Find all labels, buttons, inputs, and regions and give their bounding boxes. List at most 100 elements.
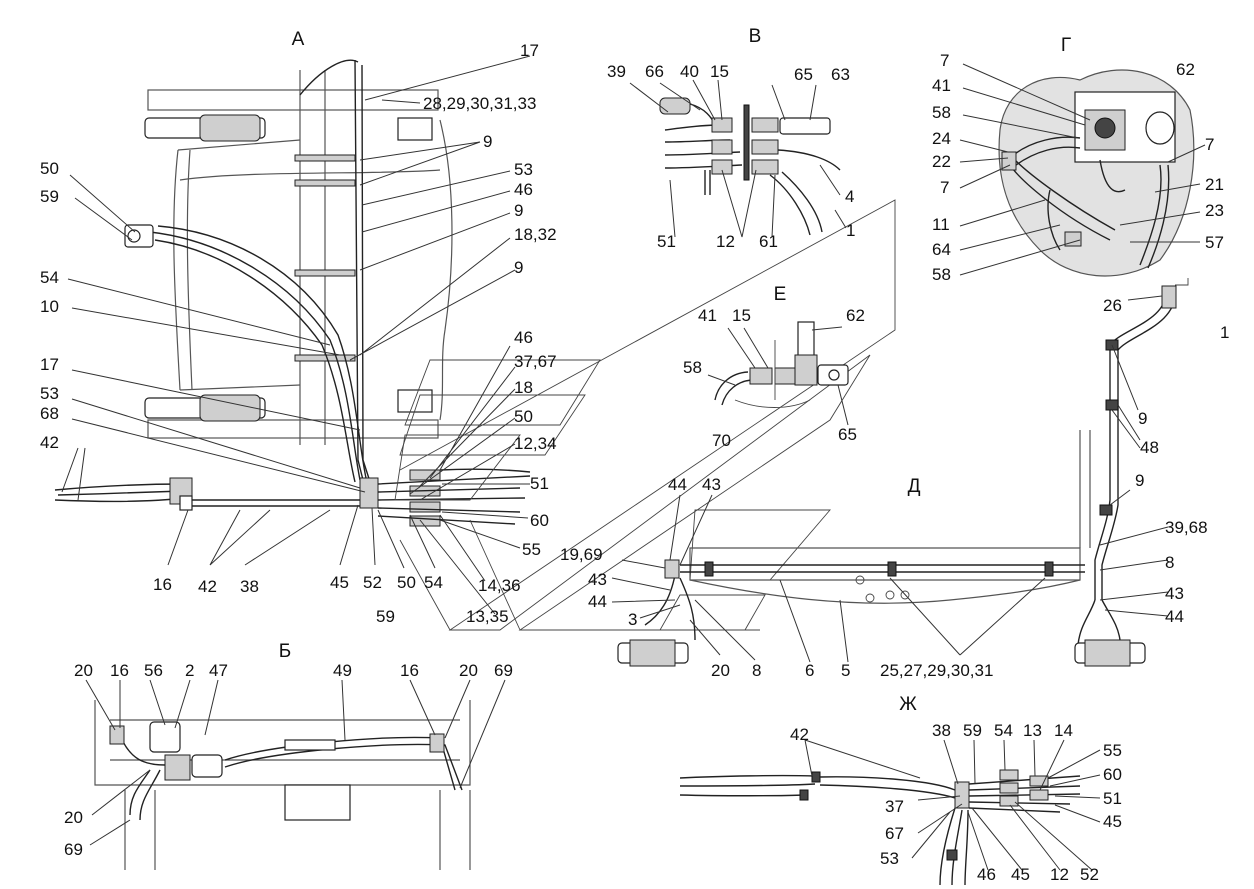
callout: 51 (1103, 789, 1122, 808)
view-zh-drawing (679, 769, 1081, 886)
callout: 12,34 (514, 434, 557, 453)
callout: 45 (1011, 865, 1030, 884)
callout: 42 (198, 577, 217, 596)
callout: 55 (522, 540, 541, 559)
callout: 3 (628, 610, 637, 629)
callout: 5 (841, 661, 850, 680)
callout: 43 (702, 475, 721, 494)
callout: 17 (520, 41, 539, 60)
callout: 12 (716, 232, 735, 251)
callout: 2 (185, 661, 194, 680)
callout: 40 (680, 62, 699, 81)
callout: 58 (683, 358, 702, 377)
callout: 11 (932, 215, 950, 234)
view-title-v: В (749, 26, 762, 47)
view-title-b: Б (279, 641, 291, 662)
view-title-zh: Ж (899, 694, 917, 715)
callout: 16 (110, 661, 129, 680)
callout: 25,27,29,30,31 (880, 661, 993, 680)
callout: 54 (994, 721, 1013, 740)
callout: 53 (40, 384, 59, 403)
callout: 41 (698, 306, 717, 325)
callout: 50 (397, 573, 416, 592)
callout: 38 (932, 721, 951, 740)
callout: 50 (40, 159, 59, 178)
callout: 52 (363, 573, 382, 592)
callout: 4 (845, 187, 854, 206)
callout: 61 (759, 232, 778, 251)
callout: 59 (40, 187, 59, 206)
leader-lines (61, 55, 1206, 871)
callout: 58 (932, 265, 951, 284)
callout: 56 (144, 661, 163, 680)
callout: 20 (711, 661, 730, 680)
callout: 15 (710, 62, 729, 81)
view-b-drawing (94, 700, 471, 870)
callout: 22 (932, 152, 951, 171)
callout: 19,69 (560, 545, 603, 564)
callout: 54 (40, 268, 59, 287)
callout: 15 (732, 306, 751, 325)
callout: 44 (588, 592, 607, 611)
callout: 51 (657, 232, 676, 251)
callout: 51 (530, 474, 549, 493)
callout: 20 (74, 661, 93, 680)
view-title-a: А (292, 29, 305, 50)
callout: 70 (712, 431, 731, 450)
callout: 43 (588, 570, 607, 589)
callout: 9 (1138, 409, 1147, 428)
callout: 55 (1103, 741, 1122, 760)
callout: 7 (1205, 135, 1214, 154)
callout: 12 (1050, 865, 1069, 884)
callout: 9 (1135, 471, 1144, 490)
callout: 46 (514, 180, 533, 199)
callout: 39 (607, 62, 626, 81)
callout: 20 (459, 661, 478, 680)
callout: 65 (838, 425, 857, 444)
callout: 7 (940, 178, 949, 197)
callout: 60 (530, 511, 549, 530)
callout: 10 (40, 297, 59, 316)
callout: 18,32 (514, 225, 557, 244)
callout: 69 (64, 840, 83, 859)
view-b-labels: 20 16 56 2 47 49 16 20 69 20 69 (64, 661, 513, 859)
callout: 48 (1140, 438, 1159, 457)
view-g-labels: 7 41 58 24 22 7 62 7 21 11 23 64 57 58 (932, 51, 1224, 284)
callout: 42 (790, 725, 809, 744)
callout: 39,68 (1165, 518, 1208, 537)
callout: 49 (333, 661, 352, 680)
view-title-d: Д (908, 476, 921, 497)
callout: 43 (1165, 584, 1184, 603)
view-v-labels: 39 66 40 15 65 63 4 51 12 61 1 (607, 62, 855, 251)
callout: 9 (514, 258, 523, 277)
callout: 50 (514, 407, 533, 426)
view-a-labels: 17 28,29,30,31,33 9 53 46 9 18,32 9 50 5… (40, 41, 557, 626)
callout: 17 (40, 355, 59, 374)
callout: 44 (668, 475, 687, 494)
callout: 45 (330, 573, 349, 592)
view-v-drawing (659, 97, 841, 236)
callout: 13,35 (466, 607, 509, 626)
view-a-drawing (54, 59, 531, 527)
callout: 20 (64, 808, 83, 827)
callout: 69 (494, 661, 513, 680)
callout: 44 (1165, 607, 1184, 626)
callout: 46 (514, 328, 533, 347)
view-title-g: Г (1061, 35, 1071, 56)
view-d-drawing (617, 278, 1189, 667)
view-d-labels: 26 1 9 48 9 44 43 39,68 8 19,69 43 44 43… (560, 296, 1229, 680)
callout: 58 (932, 103, 951, 122)
callout: 64 (932, 240, 951, 259)
view-e-labels: 41 15 62 58 65 70 (683, 306, 865, 450)
callout: 65 (794, 65, 813, 84)
callout: 60 (1103, 765, 1122, 784)
callout: 24 (932, 129, 951, 148)
view-zh-labels: 42 38 59 54 13 14 55 60 51 45 37 67 53 4… (790, 721, 1122, 884)
callout: 59 (963, 721, 982, 740)
callout: 6 (805, 661, 814, 680)
callout: 62 (846, 306, 865, 325)
callout: 18 (514, 378, 533, 397)
callout: 9 (483, 132, 492, 151)
callout: 59 (376, 607, 395, 626)
